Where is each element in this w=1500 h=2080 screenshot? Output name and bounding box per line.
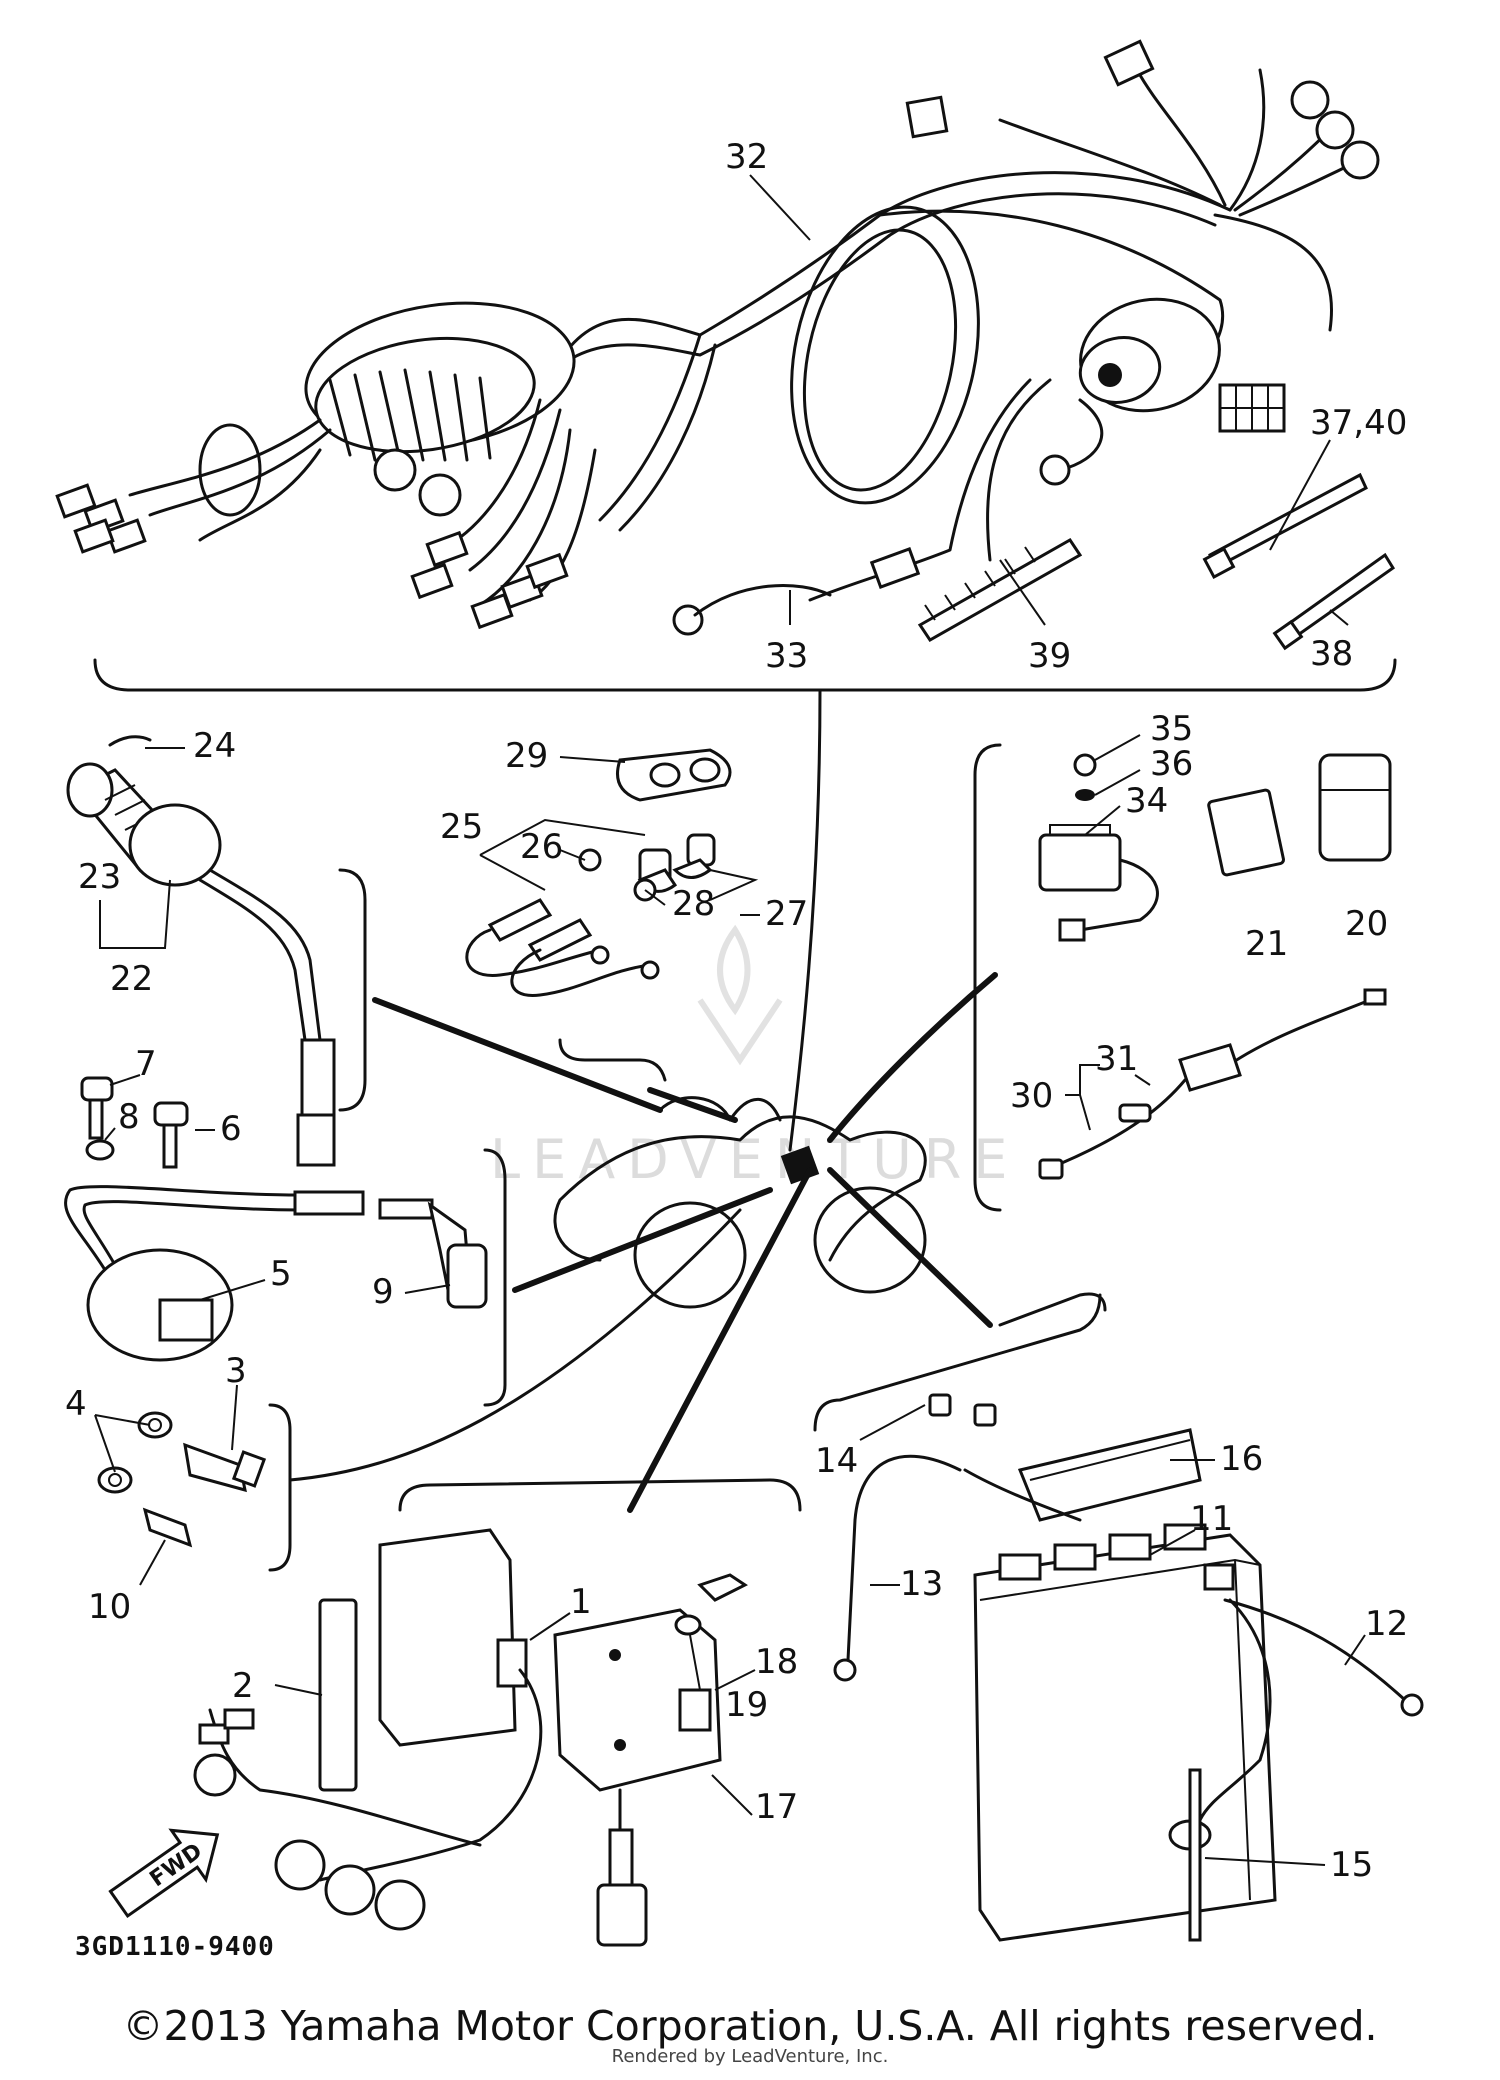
- plug-cap: [446, 1243, 488, 1309]
- callout-29: 29: [505, 736, 548, 776]
- callout-14: 14: [815, 1441, 858, 1481]
- callout-31: 31: [1095, 1039, 1138, 1079]
- callout-1: 1: [570, 1582, 592, 1622]
- callout-39: 39: [1028, 636, 1071, 676]
- callout-38: 38: [1310, 634, 1353, 674]
- callout-4: 4: [65, 1384, 87, 1424]
- watermark-logo: [697, 924, 783, 1066]
- callout-labels: 32 37,40 33 39 38 24 23 22 29 25 26 28 2…: [65, 137, 1408, 1885]
- leader-harness: [788, 688, 822, 1152]
- callout-27: 27: [765, 894, 808, 934]
- callout-11: 11: [1190, 1499, 1233, 1539]
- callout-5: 5: [270, 1254, 292, 1294]
- bracket-relay: [973, 743, 1002, 1212]
- callout-19: 19: [725, 1685, 768, 1725]
- bracket-battery: [813, 1293, 1102, 1432]
- battery-group: [813, 1292, 1424, 1942]
- starter-relay-group: [973, 743, 1392, 1212]
- callout-7: 7: [135, 1044, 157, 1084]
- leader-sensors: [647, 1087, 738, 1123]
- cdi-group: [193, 1478, 802, 1947]
- callout-17: 17: [755, 1787, 798, 1827]
- thermo-sensor-group: [465, 748, 732, 1082]
- watermark-text: LEADVENTURE: [490, 1128, 1019, 1191]
- fwd-arrow: FWD: [108, 1828, 220, 1919]
- leader-coil: [512, 1187, 773, 1293]
- bracket-cdi: [398, 1478, 802, 1512]
- neutral-switch-group: [97, 1403, 292, 1572]
- callout-23: 23: [78, 857, 121, 897]
- callout-24: 24: [193, 726, 236, 766]
- leader-battery: [827, 1167, 993, 1328]
- callout-9: 9: [372, 1272, 394, 1312]
- callout-36: 36: [1150, 744, 1193, 784]
- cdi-unit: [378, 1528, 517, 1747]
- leader-neutral: [288, 1208, 742, 1482]
- part-37-40-band: [1208, 472, 1368, 571]
- callout-21: 21: [1245, 924, 1288, 964]
- callout-20: 20: [1345, 904, 1388, 944]
- callout-22: 22: [110, 959, 153, 999]
- callout-35: 35: [1150, 709, 1193, 749]
- callout-15: 15: [1330, 1845, 1373, 1885]
- callout-6: 6: [220, 1109, 242, 1149]
- callout-13: 13: [900, 1564, 943, 1604]
- part-code: 3GD1110-9400: [75, 1932, 275, 1962]
- callout-3: 3: [225, 1351, 247, 1391]
- rendered-by-notice: Rendered by LeadVenture, Inc.: [611, 2046, 889, 2067]
- leader-relay: [827, 972, 998, 1143]
- callout-34: 34: [1125, 781, 1168, 821]
- battery: [973, 1533, 1277, 1942]
- callout-18: 18: [755, 1642, 798, 1682]
- callout-16: 16: [1220, 1439, 1263, 1479]
- part-20: [1318, 753, 1392, 862]
- bolts-group: [80, 1076, 189, 1169]
- callout-32: 32: [725, 137, 768, 177]
- harness-main-cable: [558, 171, 1232, 362]
- leader-ignition-switch: [372, 997, 663, 1113]
- starter-relay: [1038, 833, 1122, 892]
- ignition-coil-group: [64, 1148, 507, 1407]
- copyright-notice: ©2013 Yamaha Motor Corporation, U.S.A. A…: [122, 2002, 1378, 2050]
- callout-12: 12: [1365, 1604, 1408, 1644]
- part-2-band: [318, 1598, 358, 1792]
- bracket-harness: [93, 658, 1397, 692]
- part-39-band: [917, 538, 1083, 642]
- callout-30: 30: [1010, 1076, 1053, 1116]
- part-21: [1207, 788, 1285, 877]
- rectifier-regulator: [553, 1608, 722, 1792]
- lead-33: [693, 583, 832, 617]
- callout-25: 25: [440, 807, 483, 847]
- ignition-switch-group: [66, 735, 367, 1167]
- wire-harness-group: [55, 39, 1380, 636]
- callout-37-40: 37,40: [1310, 403, 1407, 443]
- callout-8: 8: [118, 1097, 140, 1137]
- leader-cdi: [627, 1167, 813, 1513]
- callout-33: 33: [765, 636, 808, 676]
- callout-28: 28: [672, 884, 715, 924]
- callout-10: 10: [88, 1587, 131, 1627]
- callout-26: 26: [520, 827, 563, 867]
- callout-2: 2: [232, 1666, 254, 1706]
